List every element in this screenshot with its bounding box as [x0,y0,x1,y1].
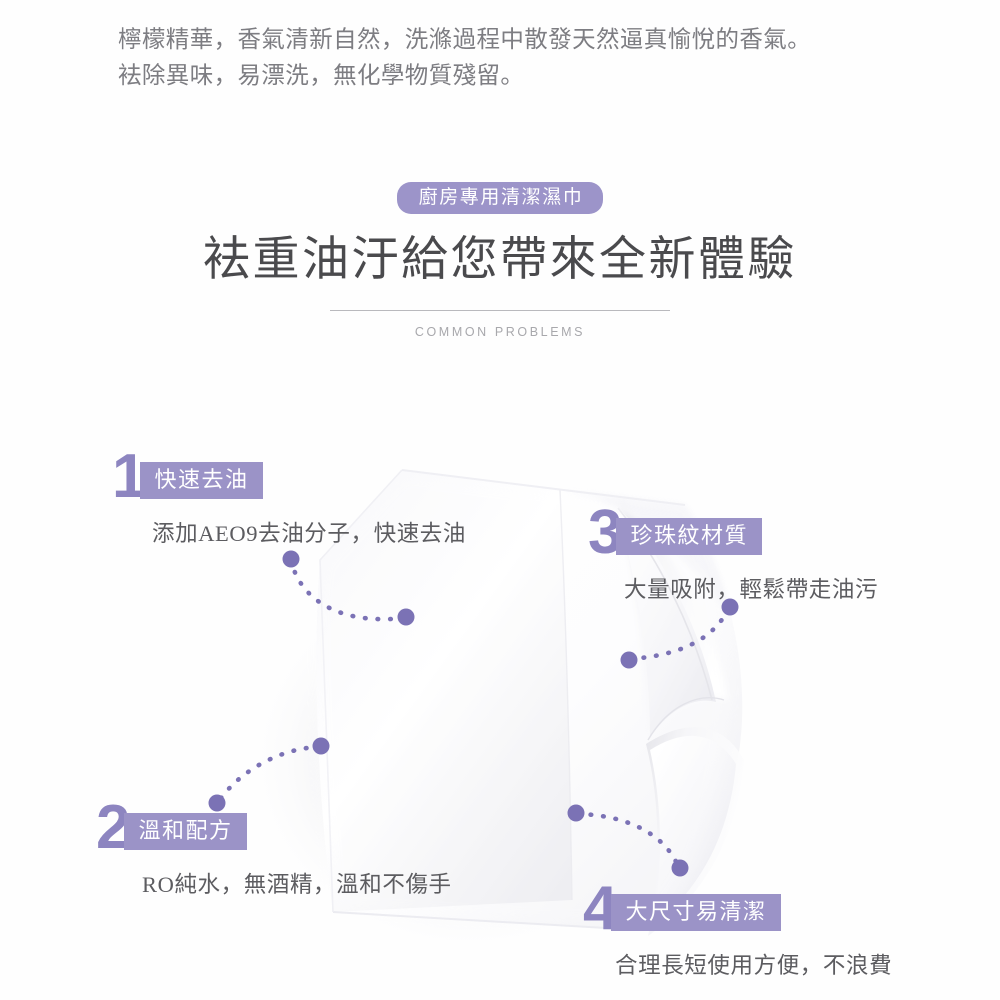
feature-item-3: 3 珍珠紋材質 大量吸附，輕鬆帶走油污 [588,502,879,604]
connector-dot-3a [620,651,638,669]
feature-2-head: 2 溫和配方 [96,797,452,858]
feature-item-4: 4 大尺寸易清潔 合理長短使用方便，不浪費 [583,878,893,980]
feature-4-description: 合理長短使用方便，不浪費 [615,952,893,978]
connector-path-1 [288,557,407,622]
connector-dot-3b [721,598,739,616]
feature-3-head: 3 珍珠紋材質 [588,502,878,563]
connector-path-2 [216,744,322,804]
connector-dot-2a [312,737,330,755]
feature-4-head: 4 大尺寸易清潔 [583,878,892,939]
feature-1-head: 1 快速去油 [112,446,466,507]
connector-dot-1b [397,608,415,626]
feature-1-description: 添加AEO9去油分子，快速去油 [152,520,466,546]
feature-2-description: RO純水，無酒精，溫和不傷手 [142,871,452,897]
feature-2-tag: 溫和配方 [124,812,247,850]
connector-dot-1a [282,550,300,568]
section-header: 廚房專用清潔濕巾 袪重油汙給您帶來全新體驗 COMMON PROBLEMS [0,182,1000,339]
page-subtitle: COMMON PROBLEMS [414,325,586,340]
page-title: 袪重油汙給您帶來全新體驗 [203,234,797,286]
intro-line-1: 檸檬精華，香氣清新自然，洗滌過程中散發天然逼真愉悅的香氣。 [118,27,812,53]
intro-line-2: 袪除異味，易漂洗，無化學物質殘留。 [118,63,525,89]
feature-3-tag: 珍珠紋材質 [616,517,762,555]
feature-1-tag: 快速去油 [140,461,263,499]
feature-4-tag: 大尺寸易清潔 [611,893,781,931]
category-badge: 廚房專用清潔濕巾 [396,182,604,214]
feature-item-2: 2 溫和配方 RO純水，無酒精，溫和不傷手 [96,797,452,899]
connector-path-4 [575,811,681,869]
connector-path-3 [628,607,731,662]
feature-3-description: 大量吸附，輕鬆帶走油污 [624,576,879,602]
connector-dot-4b [671,859,689,877]
title-divider [330,310,670,312]
intro-paragraph: 檸檬精華，香氣清新自然，洗滌過程中散發天然逼真愉悅的香氣。 袪除異味，易漂洗，無… [118,22,908,94]
connector-dot-2b [208,794,226,812]
feature-item-1: 1 快速去油 添加AEO9去油分子，快速去油 [112,446,466,548]
connector-dot-4a [567,804,585,822]
